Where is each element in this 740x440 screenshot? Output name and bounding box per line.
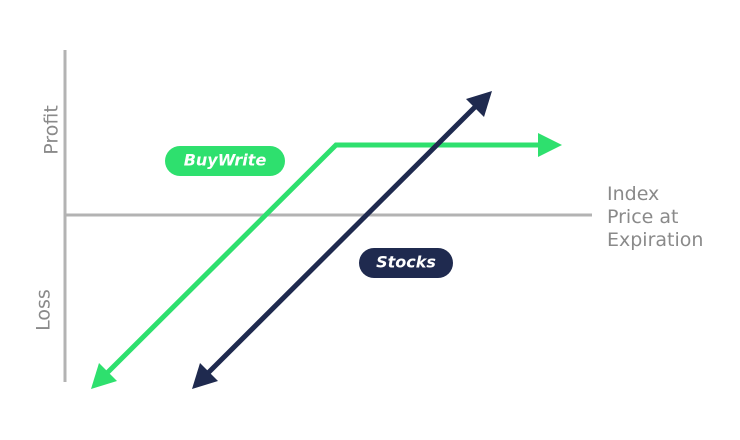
series-stocks	[192, 91, 492, 389]
stocks-arrow-down-left	[192, 363, 218, 389]
buywrite-label: BuyWrite	[165, 146, 285, 176]
buywrite-pill	[165, 146, 285, 176]
series-buywrite	[91, 133, 562, 389]
stocks-pill	[359, 248, 453, 278]
stocks-arrow-up-right	[466, 91, 492, 117]
stocks-line	[201, 100, 482, 380]
x-label-line-1: Index	[607, 183, 659, 205]
stocks-pill-text: Stocks	[376, 253, 436, 272]
x-label-line-2: Price at	[607, 206, 678, 228]
buywrite-arrow-right	[538, 133, 562, 157]
y-label-profit: Profit	[41, 105, 63, 155]
buywrite-line	[100, 142, 540, 380]
buywrite-pill-text: BuyWrite	[184, 151, 267, 170]
stocks-label: Stocks	[359, 248, 453, 278]
y-label-loss: Loss	[33, 289, 55, 331]
x-label-line-3: Expiration	[607, 229, 703, 251]
buywrite-arrow-down-left	[91, 363, 117, 389]
